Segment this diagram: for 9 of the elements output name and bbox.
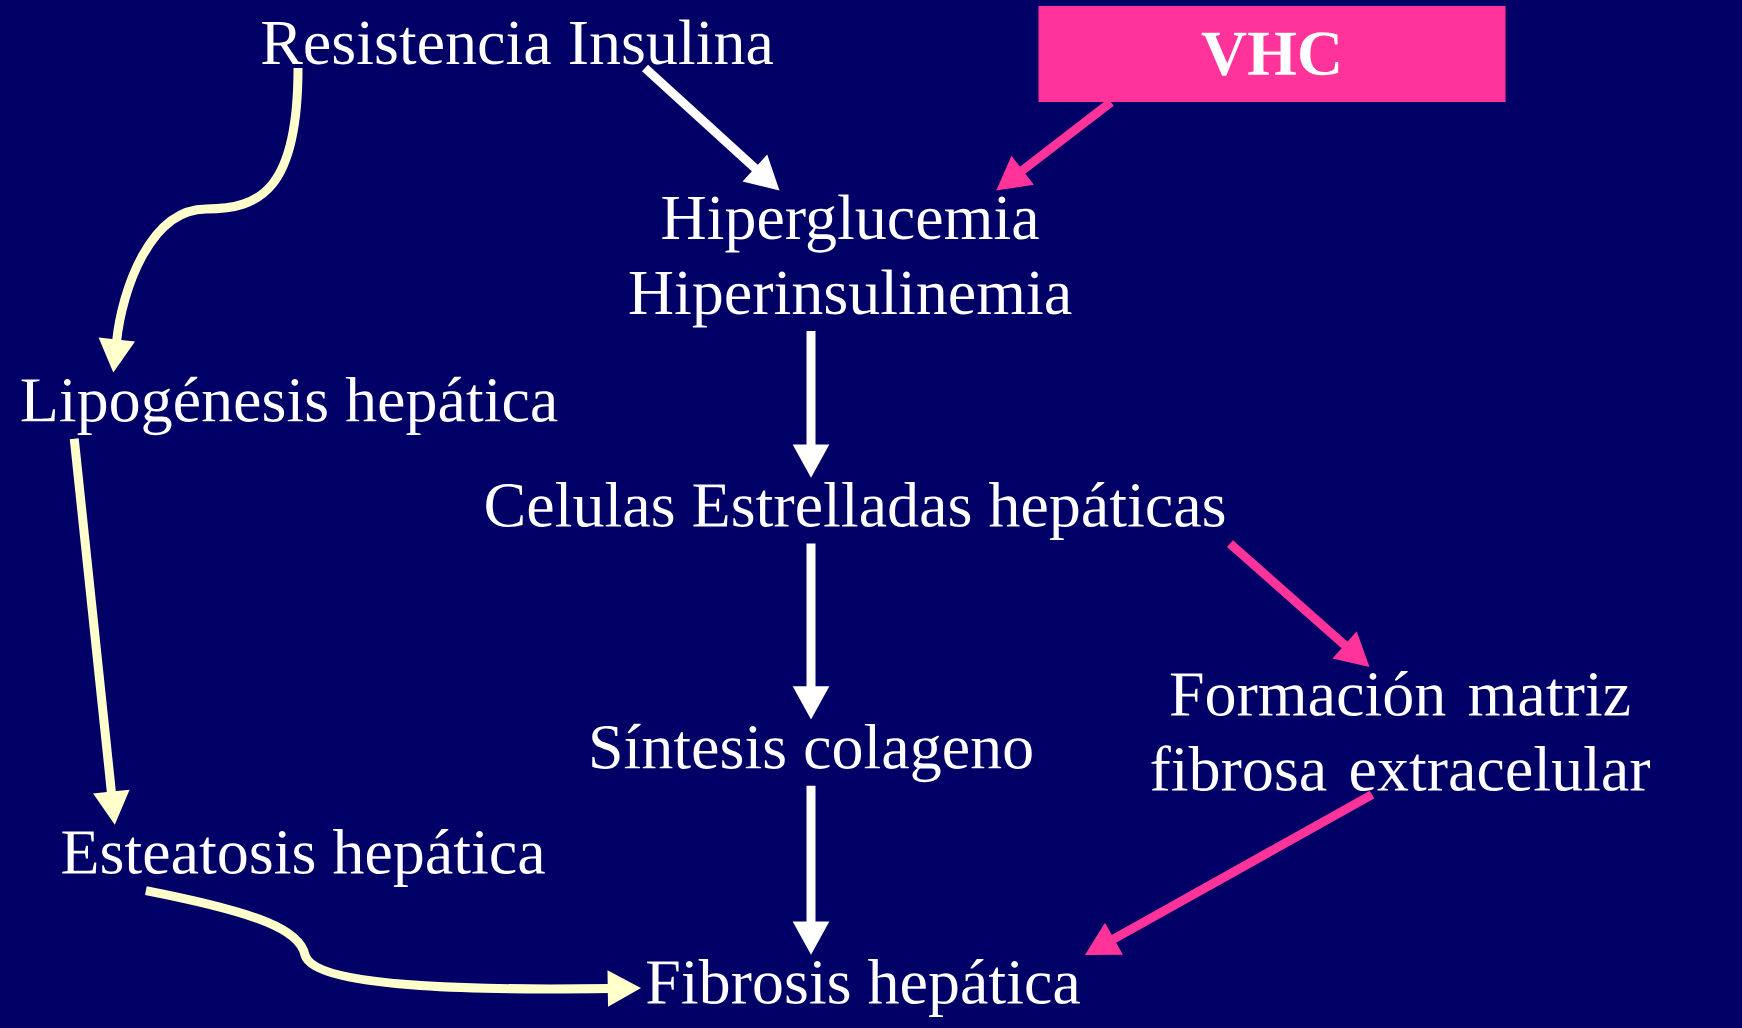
term-text: Fibrosis hepática [647, 958, 1080, 1018]
term-text: Lipogénesis hepática [21, 376, 558, 436]
term-text: Formación matriz fibrosa extracelular [1151, 670, 1651, 792]
term-text: Hiperglucemia Hiperinsulinemia [629, 194, 1072, 328]
highlight-box: VHC [1038, 6, 1506, 102]
term-text: Síntesis colageno [592, 723, 1032, 783]
term-text: Esteatosis hepática [62, 828, 545, 888]
term-text: Celulas Estrelladas hepáticas [486, 481, 1225, 541]
term-text: Resistencia Insulina [262, 19, 774, 65]
